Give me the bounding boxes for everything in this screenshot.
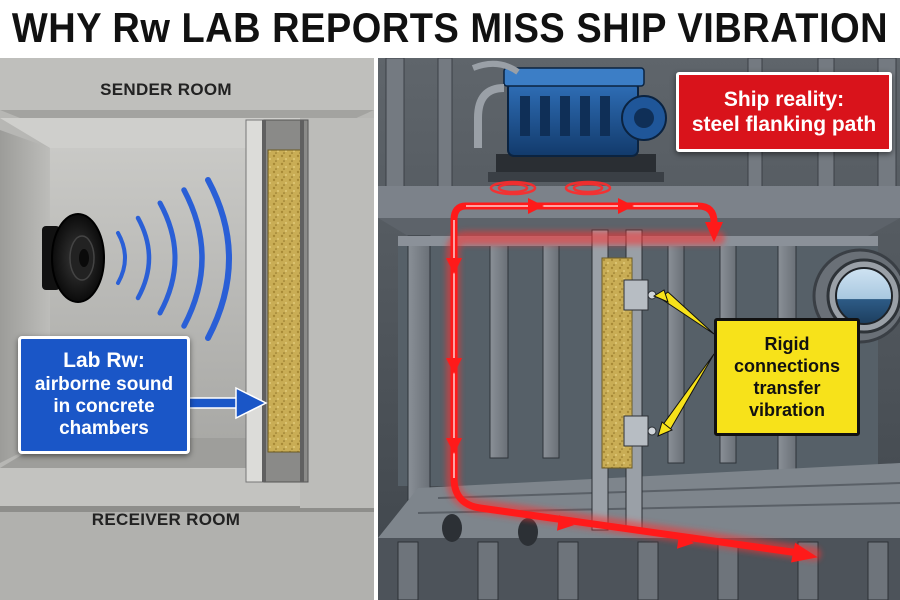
rigid-connections-callout-line1: Rigid [764, 334, 810, 354]
lab-chamber-panel: SENDER ROOM RECEIVER ROOM [0, 58, 374, 600]
sender-room-label: SENDER ROOM [100, 80, 232, 99]
speaker-icon [42, 213, 105, 303]
ship-reality-callout-line1: Ship reality: [723, 88, 845, 111]
lab-rw-callout-line3: in concrete [53, 396, 155, 417]
rigid-connections-callout: Rigid connections transfer vibration [714, 318, 860, 436]
vibration-source-icon [489, 180, 612, 196]
lab-chamber-illustration [0, 58, 374, 600]
connection-pointer-icon [652, 289, 715, 437]
page-title: WHY Rw LAB REPORTS MISS SHIP VIBRATION [11, 5, 889, 52]
flanking-path-icon [446, 198, 821, 563]
lab-rw-callout: Lab Rw: airborne sound in concrete chamb… [18, 336, 190, 454]
rigid-connections-callout-line2: connections [733, 356, 840, 376]
sound-wave-icon [116, 177, 232, 341]
lab-rw-callout-line1: Lab Rw: [63, 349, 145, 372]
rigid-connections-callout-line4: vibration [748, 400, 825, 420]
lab-rw-callout-line4: chambers [59, 418, 149, 439]
receiver-room-label: RECEIVER ROOM [91, 510, 241, 529]
ship-reality-callout: Ship reality: steel flanking path [676, 72, 892, 152]
ship-engine-icon [471, 60, 667, 182]
rigid-bracket-icon [623, 279, 657, 447]
panel-divider [374, 58, 378, 600]
rigid-connections-callout-line3: transfer [753, 378, 821, 398]
lab-rw-callout-line2: airborne sound [34, 374, 174, 395]
ship-reality-callout-line2: steel flanking path [691, 113, 877, 136]
